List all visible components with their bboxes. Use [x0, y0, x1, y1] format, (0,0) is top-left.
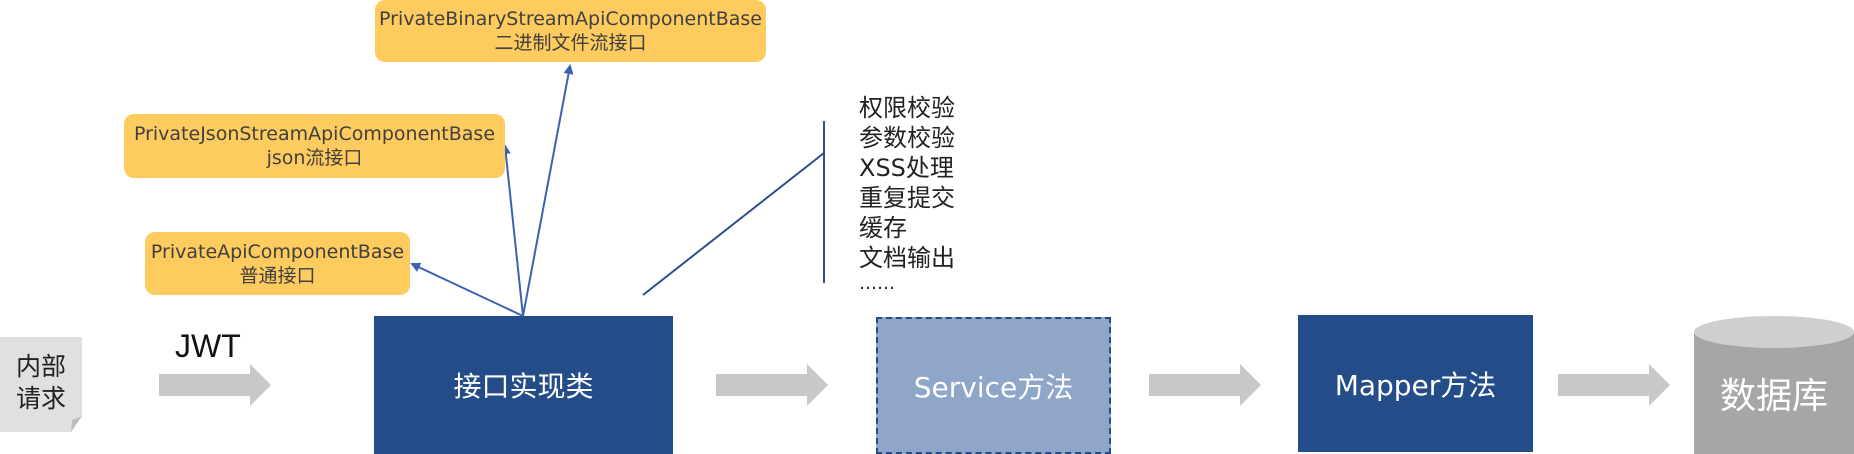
check-item: XSS处理	[859, 154, 954, 182]
json-stream-base-box: PrivateJsonStreamApiComponentBase json流接…	[124, 114, 505, 178]
arrow-to-json-base	[500, 144, 524, 317]
mapper-method-box: Mapper方法	[1298, 315, 1533, 452]
binary-stream-base-desc: 二进制文件流接口	[494, 32, 647, 54]
service-method-box: Service方法	[876, 317, 1111, 454]
database-cylinder	[1694, 316, 1854, 454]
json-stream-base-class: PrivateJsonStreamApiComponentBase	[133, 123, 496, 145]
mapper-method-label: Mapper方法	[1334, 368, 1497, 402]
flow-arrow-request-to-impl	[159, 364, 271, 406]
interface-impl-box: 接口实现类	[374, 316, 673, 454]
arrow-to-api-base	[410, 262, 524, 317]
api-base-class: PrivateApiComponentBase	[150, 240, 405, 263]
check-item: 权限校验	[859, 94, 955, 122]
flow-arrow-mapper-to-db	[1558, 364, 1670, 406]
check-item-ellipsis: ……	[859, 273, 895, 294]
checks-list: 权限校验 参数校验 XSS处理 重复提交 缓存 文档输出 ……	[859, 93, 955, 295]
check-item: 缓存	[859, 214, 907, 242]
jwt-label: JWT	[175, 328, 241, 364]
json-stream-base-desc: json流接口	[266, 147, 363, 169]
arrow-to-binary-base	[522, 64, 574, 317]
database-label: 数据库	[1719, 376, 1828, 417]
request-line-2: 请求	[15, 384, 66, 413]
flow-arrow-impl-to-service	[716, 364, 828, 406]
binary-stream-base-class: PrivateBinaryStreamApiComponentBase	[379, 8, 762, 30]
interface-impl-label: 接口实现类	[453, 370, 594, 403]
service-method-label: Service方法	[913, 370, 1074, 404]
check-item: 参数校验	[859, 124, 955, 152]
request-doc-shape	[0, 337, 82, 432]
request-doc-fold	[71, 416, 82, 432]
request-line-1: 内部	[15, 352, 66, 381]
binary-stream-base-box: PrivateBinaryStreamApiComponentBase 二进制文…	[375, 0, 766, 62]
check-item: 重复提交	[859, 184, 955, 212]
api-base-desc: 普通接口	[239, 264, 316, 287]
flow-arrow-service-to-mapper	[1149, 364, 1261, 406]
internal-request: 内部 请求	[0, 337, 82, 429]
check-item: 文档输出	[859, 244, 955, 272]
api-base-box: PrivateApiComponentBase 普通接口	[145, 232, 410, 295]
callout-line	[642, 152, 825, 296]
